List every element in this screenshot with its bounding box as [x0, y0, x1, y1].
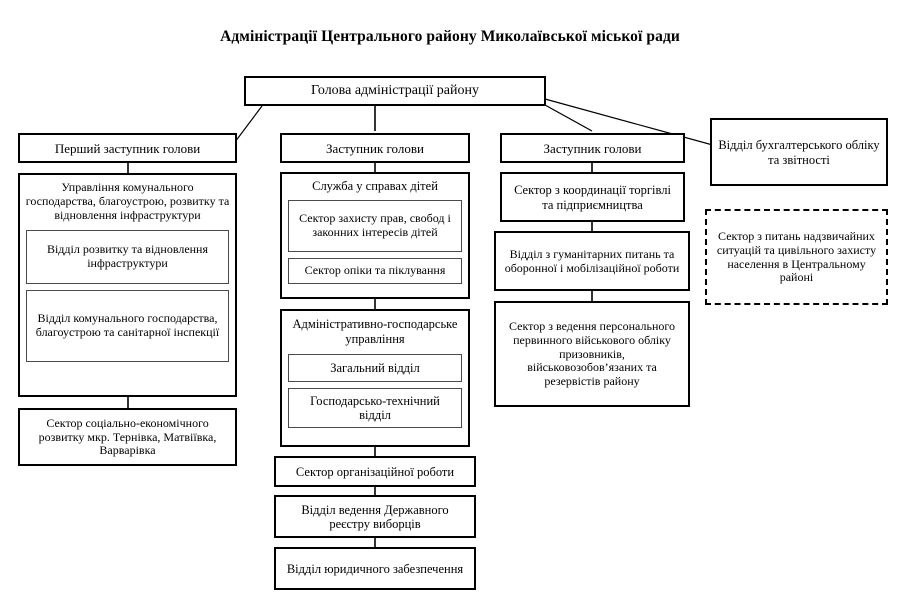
- node-deputy-3[interactable]: Заступник голови: [500, 133, 685, 163]
- page-title: Адміністрації Центрального району Микола…: [220, 28, 680, 45]
- node-label: Сектор соціально-економічного розвитку м…: [38, 415, 217, 458]
- node-label: Відділ юридичного забезпечення: [286, 561, 464, 576]
- node-label: Сектор з ведення персонального первинног…: [509, 318, 675, 389]
- node-humanitarian-department[interactable]: Відділ з гуманітарних питань та оборонно…: [494, 231, 690, 291]
- node-label: Голова адміністрації району: [311, 83, 479, 99]
- node-socio-economic-sector[interactable]: Сектор соціально-економічного розвитку м…: [18, 408, 237, 466]
- children-container: Загальний відділ Господарсько-технічний …: [282, 354, 468, 433]
- node-label: Сектор захисту прав, свобод і законних і…: [299, 210, 451, 239]
- node-label: Сектор опіки та піклування: [304, 262, 446, 277]
- node-label: Господарсько-технічний відділ: [310, 393, 440, 423]
- node-utilities-sanitary-inspection[interactable]: Відділ комунального господарства, благоу…: [26, 289, 229, 362]
- node-label: Адміністративно-господарське управління: [292, 317, 458, 346]
- node-label: Заступник голови: [326, 140, 424, 156]
- node-label: Відділ розвитку та відновлення інфрастру…: [46, 241, 209, 270]
- node-label: Перший заступник голови: [54, 140, 201, 156]
- node-emergency-sector[interactable]: Сектор з питань надзвичайних ситуацій та…: [705, 209, 888, 305]
- node-trade-coordination-sector[interactable]: Сектор з координації торгівлі та підприє…: [500, 172, 685, 222]
- node-administrative-economic-management[interactable]: Адміністративно-господарське управління …: [280, 309, 470, 447]
- node-utilities-management[interactable]: Управління комунального господарства, бл…: [18, 173, 237, 397]
- node-label: Служба у справах дітей: [312, 179, 438, 193]
- node-label: Відділ ведення Державного реєстру виборц…: [301, 502, 449, 532]
- node-head-of-administration[interactable]: Голова адміністрації району: [244, 76, 546, 106]
- node-deputy-2[interactable]: Заступник голови: [280, 133, 470, 163]
- node-label: Сектор з координації торгівлі та підприє…: [514, 183, 671, 212]
- node-military-registry-sector[interactable]: Сектор з ведення персонального первинног…: [494, 301, 690, 407]
- node-label: Відділ бухгалтерського обліку та звітнос…: [718, 138, 880, 167]
- node-children-affairs-service[interactable]: Служба у справах дітей Сектор захисту пр…: [280, 172, 470, 299]
- children-container: Сектор захисту прав, свобод і законних і…: [282, 199, 468, 289]
- node-legal-support-department[interactable]: Відділ юридичного забезпечення: [274, 547, 476, 590]
- node-child-rights-protection[interactable]: Сектор захисту прав, свобод і законних і…: [288, 199, 462, 252]
- node-voter-registry-department[interactable]: Відділ ведення Державного реєстру виборц…: [274, 495, 476, 538]
- node-organizational-work-sector[interactable]: Сектор організаційної роботи: [274, 456, 476, 487]
- node-accounting-department[interactable]: Відділ бухгалтерського обліку та звітнос…: [710, 118, 888, 186]
- node-first-deputy[interactable]: Перший заступник голови: [18, 133, 237, 163]
- node-technical-support-department[interactable]: Господарсько-технічний відділ: [288, 388, 462, 428]
- node-guardianship-sector[interactable]: Сектор опіки та піклування: [288, 257, 462, 284]
- node-label: Управління комунального господарства, бл…: [25, 180, 230, 222]
- node-infrastructure-development[interactable]: Відділ розвитку та відновлення інфрастру…: [26, 229, 229, 284]
- node-label: Сектор організаційної роботи: [295, 464, 455, 479]
- node-general-department[interactable]: Загальний відділ: [288, 354, 462, 382]
- children-container: Відділ розвитку та відновлення інфрастру…: [20, 229, 235, 367]
- node-label: Відділ комунального господарства, благоу…: [35, 310, 220, 339]
- node-label: Загальний відділ: [330, 360, 420, 375]
- node-label: Заступник голови: [543, 140, 642, 156]
- node-label: Відділ з гуманітарних питань та оборонно…: [504, 246, 680, 275]
- node-label: Сектор з питань надзвичайних ситуацій та…: [716, 228, 877, 285]
